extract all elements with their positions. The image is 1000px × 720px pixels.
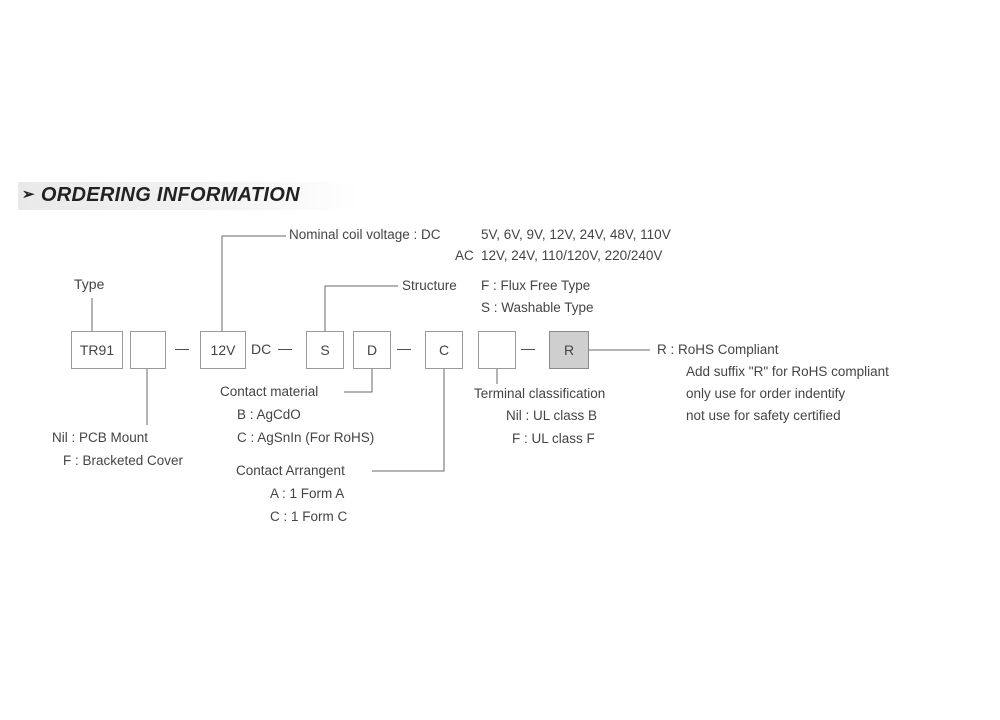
rohs-label: R : RoHS Compliant	[657, 342, 779, 357]
voltage-code-box: 12V	[200, 331, 246, 369]
heading-title: ORDERING INFORMATION	[40, 184, 300, 206]
rohs-note-1: Add suffix "R" for RoHS compliant	[686, 364, 889, 379]
terminal-option-f: F : UL class F	[512, 431, 595, 446]
type-label: Type	[74, 276, 105, 292]
mounting-code-box	[130, 331, 166, 369]
rohs-note-2: only use for order indentify	[686, 386, 846, 401]
contact-material-option-c: C : AgSnIn (For RoHS)	[237, 430, 375, 445]
structure-option-s: S : Washable Type	[481, 300, 594, 315]
nominal-voltage-dc-values: 5V, 6V, 9V, 12V, 24V, 48V, 110V	[481, 227, 671, 242]
contact-material-option-b: B : AgCdO	[237, 407, 301, 422]
contact-arrangement-option-a: A : 1 Form A	[270, 486, 345, 501]
nominal-voltage-label: Nominal coil voltage : DC	[289, 227, 441, 242]
rohs-code-box: R	[549, 331, 589, 369]
terminal-code-box	[478, 331, 516, 369]
contact-arrangement-code-box: C	[425, 331, 463, 369]
separator-dash: —	[175, 340, 189, 356]
structure-option-f: F : Flux Free Type	[481, 278, 591, 293]
structure-connector	[324, 285, 398, 331]
separator-dash: —	[278, 340, 292, 356]
terminal-option-nil: Nil : UL class B	[506, 408, 598, 423]
mounting-option-nil: Nil : PCB Mount	[52, 430, 149, 445]
mounting-option-f: F : Bracketed Cover	[63, 453, 184, 468]
contact-material-label: Contact material	[220, 384, 319, 399]
contact-arrangement-option-c: C : 1 Form C	[270, 509, 348, 524]
separator-dash: —	[521, 340, 535, 356]
contact-arrangement-label: Contact Arrangent	[236, 463, 345, 478]
nominal-voltage-ac-label: AC	[455, 248, 474, 263]
voltage-connector	[221, 235, 286, 331]
structure-label: Structure	[402, 278, 457, 293]
terminal-label: Terminal classification	[474, 386, 606, 401]
contact-material-code-box: D	[353, 331, 391, 369]
structure-code-box: S	[306, 331, 344, 369]
contact-material-connector	[344, 369, 373, 393]
rohs-note-3: not use for safety certified	[686, 408, 841, 423]
heading-background	[18, 182, 358, 210]
nominal-voltage-ac-values: 12V, 24V, 110/120V, 220/240V	[481, 248, 663, 263]
type-code-box: TR91	[71, 331, 123, 369]
contact-arrangement-connector	[372, 369, 445, 472]
voltage-suffix: DC	[251, 341, 272, 357]
section-heading: ➢ ORDERING INFORMATION	[22, 184, 300, 207]
separator-dash: —	[397, 340, 411, 356]
arrow-bullet-icon: ➢	[22, 186, 35, 203]
